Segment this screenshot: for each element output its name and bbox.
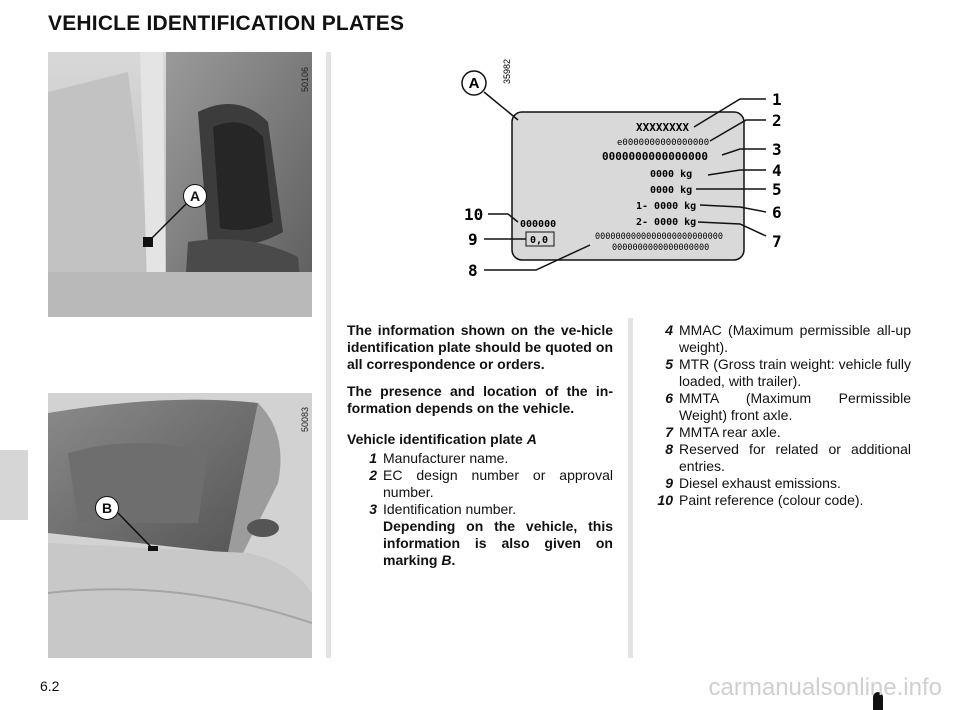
- windscreen-photo: [48, 393, 312, 658]
- intro-paragraph-2: The presence and location of the in-form…: [347, 383, 613, 416]
- plate-front-axle: 1- 0000 kg: [636, 201, 696, 212]
- plate-heading: Vehicle identification plate A: [347, 431, 537, 447]
- plate-mmac: 0000 kg: [650, 169, 692, 180]
- callout-4: 4: [772, 161, 782, 180]
- callout-1: 1: [772, 90, 782, 109]
- identification-plate-diagram: A 35982 XXXXXXXX e0000000000000000 00000…: [461, 59, 782, 280]
- column-divider-left: [326, 52, 331, 658]
- callout-10: 10: [464, 205, 483, 224]
- plate-emissions: 0,0: [530, 235, 548, 246]
- callout-3: 3: [772, 140, 782, 159]
- door-photo-ref: 50106: [300, 66, 310, 92]
- column-divider-right: [628, 318, 633, 658]
- plate-rear-axle: 2- 0000 kg: [636, 217, 696, 228]
- plate-mtr: 0000 kg: [650, 185, 692, 196]
- callout-9: 9: [468, 230, 478, 249]
- door-marker-a: A: [183, 184, 207, 208]
- page-title: VEHICLE IDENTIFICATION PLATES: [48, 12, 405, 35]
- watermark: carmanualsonline.info: [708, 674, 942, 701]
- callout-2: 2: [772, 111, 782, 130]
- door-pillar-photo: [48, 52, 312, 317]
- page-number: 6.2: [40, 678, 60, 694]
- plate-approval: e0000000000000000: [617, 138, 709, 148]
- plate-manufacturer: XXXXXXXX: [636, 121, 689, 134]
- section-tab: [0, 450, 28, 520]
- plate-ref-code: 35982: [502, 59, 512, 84]
- corner-mark: [873, 692, 883, 710]
- text-column-left: The information shown on the ve-hicle id…: [347, 322, 613, 569]
- plate-paint: 000000: [520, 219, 556, 230]
- marking-note: Depending on the vehicle, this informati…: [383, 518, 613, 568]
- windscreen-photo-ref: 50083: [300, 406, 310, 432]
- callout-6: 6: [772, 203, 782, 222]
- callout-8: 8: [468, 261, 478, 280]
- plate-extra-2: 0000000000000000000: [612, 243, 709, 253]
- plate-vin: 0000000000000000: [602, 150, 708, 163]
- intro-paragraph-1: The information shown on the ve-hicle id…: [347, 322, 613, 372]
- plate-extra-1: 0000000000000000000000000: [595, 232, 723, 242]
- callout-7: 7: [772, 232, 782, 251]
- plate-marker-a: A: [469, 75, 480, 92]
- windscreen-marker-b: B: [95, 496, 119, 520]
- callout-5: 5: [772, 180, 782, 199]
